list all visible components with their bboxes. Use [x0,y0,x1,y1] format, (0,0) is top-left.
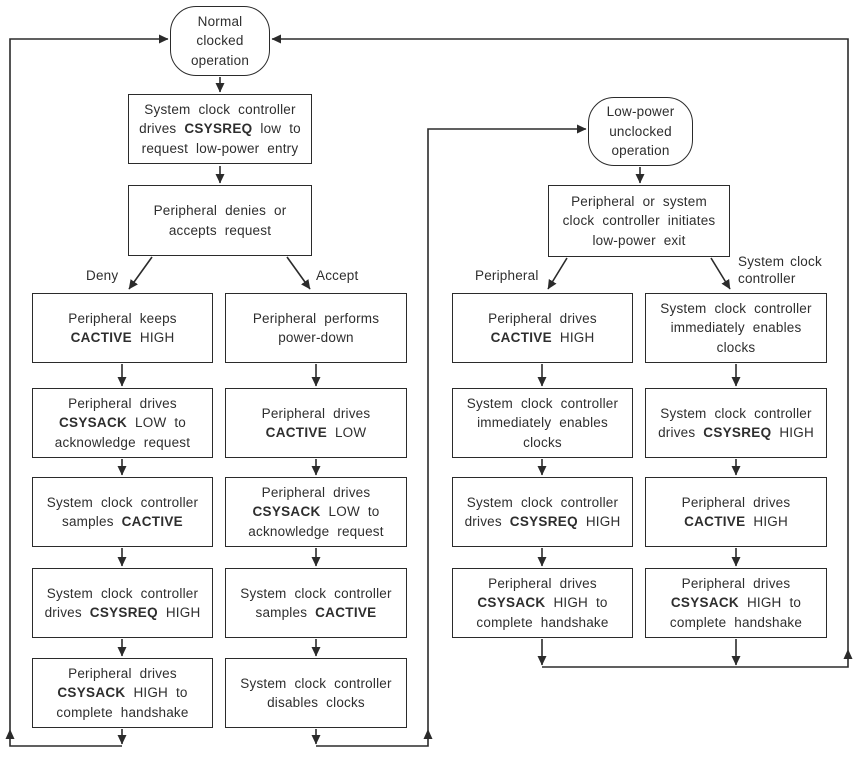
arrow-branch-deny [128,256,153,290]
branch-label-system-clock-controller: System clock controller [738,254,822,286]
branch-label-accept: Accept [316,268,359,283]
arrow-branch-controller [710,257,731,290]
branch-label-deny: Deny [86,268,119,283]
arrow-branch-peripheral [547,257,568,290]
mid-arrow-left-loop-up [5,729,15,739]
mid-arrow-center-loop-up [423,729,433,739]
branch-label-peripheral: Peripheral [475,268,539,283]
arrow-branch-accept [286,256,311,290]
mid-arrow-right-loop-up [843,649,853,659]
